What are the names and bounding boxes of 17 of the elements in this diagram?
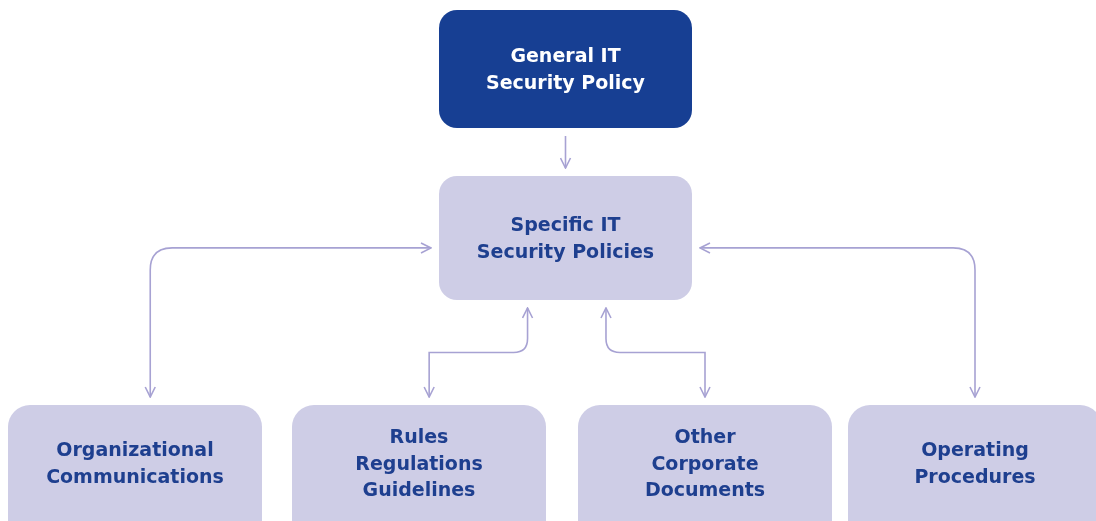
arrow [144, 242, 432, 398]
process-box [8, 405, 262, 521]
arrow [559, 135, 572, 169]
node-label: Specific IT Security Policies [475, 212, 656, 264]
process-box [292, 405, 546, 521]
process-box [439, 10, 692, 128]
node-label: Organizational Communications [45, 437, 225, 489]
process-box [578, 405, 832, 521]
arrow [600, 307, 711, 398]
node-label: General IT Security Policy [485, 43, 646, 95]
process-box [848, 405, 1096, 521]
process-box [439, 176, 692, 300]
arrow [699, 242, 981, 398]
node-label: Rules Regulations Guidelines [354, 424, 484, 503]
arrow [423, 307, 534, 398]
node-label: Other Corporate Documents [643, 424, 767, 503]
node-label: Operating Procedures [913, 437, 1037, 489]
